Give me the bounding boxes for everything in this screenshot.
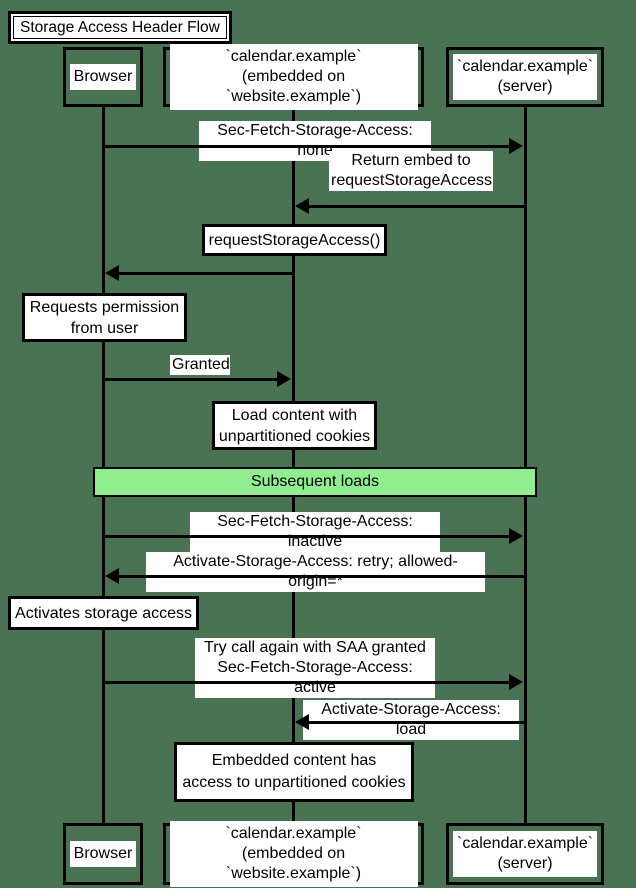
note-requests-permission-line1: Requests permission <box>29 298 180 316</box>
arrowhead-right-icon <box>277 371 291 387</box>
arrowhead-right-icon <box>509 674 523 690</box>
participant-server-bottom-line2: (server) <box>497 855 553 872</box>
arrow-sec-fetch-inactive <box>103 535 509 538</box>
lifeline-server <box>524 107 527 823</box>
note-load-content-line1: Load content with <box>231 406 358 424</box>
arrow-rsa-call <box>119 272 293 275</box>
participant-embed-line1: `calendar.example` <box>225 48 362 65</box>
participant-embed-top: `calendar.example` (embedded on `website… <box>163 44 424 110</box>
participant-server-bottom-line1: `calendar.example` <box>457 835 594 852</box>
arrowhead-left-icon <box>295 714 309 730</box>
note-load-content-line2: unpartitioned cookies <box>218 427 371 445</box>
note-embedded-access: Embedded content has access to unpartiti… <box>174 742 414 802</box>
lifeline-browser <box>102 107 105 823</box>
arrowhead-left-icon <box>105 265 119 281</box>
participant-server-line2: (server) <box>497 78 553 95</box>
participant-embed-bottom-line1: `calendar.example` <box>225 825 362 842</box>
note-requests-permission-line2: from user <box>70 319 139 337</box>
participant-embed-label: `calendar.example` (embedded on `website… <box>169 44 418 110</box>
participant-server-label: `calendar.example` (server) <box>453 54 597 100</box>
note-activates-storage: Activates storage access <box>8 596 199 630</box>
arrowhead-left-icon <box>295 198 309 214</box>
arrowhead-right-icon <box>509 528 523 544</box>
arrow-try-again <box>103 681 509 684</box>
message-label-try-again: Try call again with SAA granted Sec-Fetc… <box>195 638 435 698</box>
try-again-line2: Sec-Fetch-Storage-Access: active <box>217 659 413 696</box>
return-embed-line1: Return embed to <box>351 152 471 169</box>
try-again-line1: Try call again with SAA granted <box>204 639 426 656</box>
message-label-return-embed: Return embed to requestStorageAccess <box>329 151 493 191</box>
participant-browser-label: Browser <box>69 64 137 90</box>
return-embed-line2: requestStorageAccess <box>331 172 492 189</box>
message-label-granted: Granted <box>170 355 230 375</box>
divider-subsequent-loads: Subsequent loads <box>93 467 537 497</box>
participant-server-top: `calendar.example` (server) <box>446 47 604 107</box>
arrowhead-right-icon <box>509 138 523 154</box>
arrowhead-left-icon <box>105 568 119 584</box>
diagram-title-box: Storage Access Header Flow <box>8 11 232 44</box>
participant-server-label-bottom: `calendar.example` (server) <box>453 831 597 877</box>
participant-browser-top: Browser <box>63 47 143 107</box>
participant-server-bottom: `calendar.example` (server) <box>446 823 604 885</box>
note-request-storage-access-text: requestStorageAccess() <box>208 231 381 249</box>
message-label-activate-retry: Activate-Storage-Access: retry; allowed-… <box>146 552 485 592</box>
message-label-sec-fetch-inactive: Sec-Fetch-Storage-Access: inactive <box>190 512 440 552</box>
note-activates-storage-text: Activates storage access <box>15 604 192 622</box>
participant-embed-bottom: `calendar.example` (embedded on `website… <box>163 821 424 887</box>
participant-embed-line2: (embedded on `website.example`) <box>225 68 362 105</box>
participant-embed-bottom-line2: (embedded on `website.example`) <box>225 845 362 882</box>
divider-subsequent-loads-text: Subsequent loads <box>250 473 380 490</box>
note-embedded-access-line1: Embedded content has <box>211 752 377 769</box>
participant-browser-bottom: Browser <box>63 823 143 885</box>
note-embedded-access-line2: access to unpartitioned cookies <box>182 774 406 791</box>
diagram-title: Storage Access Header Flow <box>13 16 227 39</box>
participant-browser-label-bottom: Browser <box>69 841 137 867</box>
note-requests-permission: Requests permission from user <box>22 293 187 342</box>
note-load-content: Load content with unpartitioned cookies <box>212 401 377 450</box>
note-request-storage-access: requestStorageAccess() <box>202 224 387 256</box>
message-label-activate-load: Activate-Storage-Access: load <box>303 700 519 740</box>
arrow-activate-load <box>309 721 525 724</box>
participant-embed-label-bottom: `calendar.example` (embedded on `website… <box>169 821 418 887</box>
arrow-activate-retry <box>119 575 525 578</box>
participant-server-line1: `calendar.example` <box>457 58 594 75</box>
arrow-return-embed <box>309 205 525 208</box>
arrow-sec-fetch-none <box>103 145 509 148</box>
lifeline-embed <box>292 107 295 823</box>
arrow-granted <box>103 378 277 381</box>
